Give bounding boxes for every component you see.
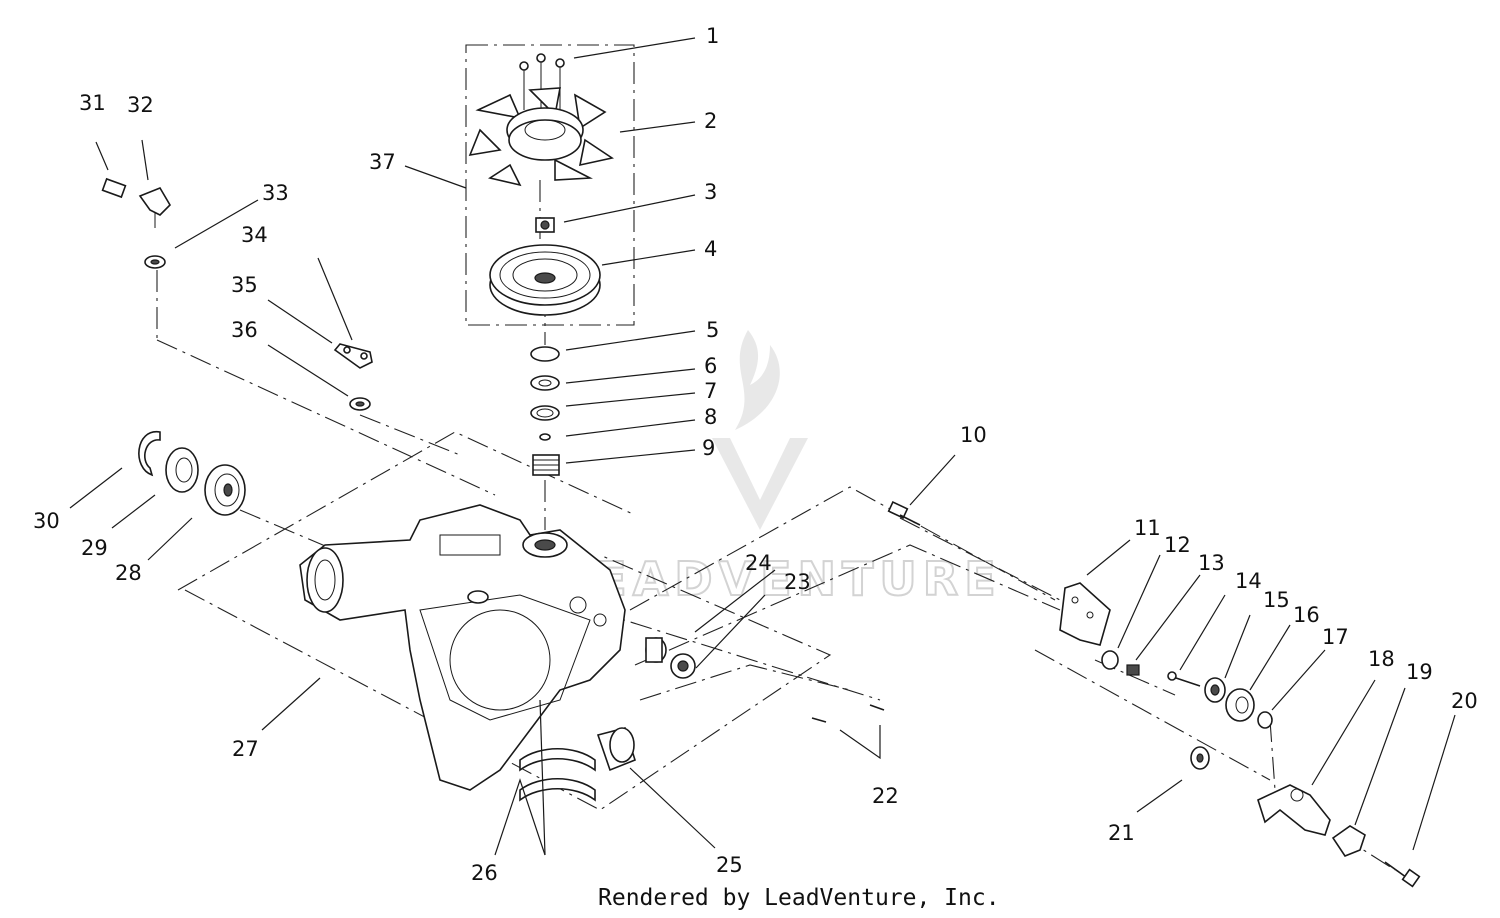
callout-22: 22 [872,784,899,808]
callout-2: 2 [704,109,717,133]
callout-6: 6 [704,354,717,378]
callout-9: 9 [702,436,715,460]
callout-31: 31 [79,91,106,115]
callout-37: 37 [369,150,396,174]
bypass-bracket [333,343,373,411]
watermark-logo: LEADVENTURE [559,330,1002,607]
fan-screws [519,53,565,110]
callout-3: 3 [704,180,717,204]
large-bushing [596,727,636,772]
callout-34: 34 [241,223,268,247]
transmission-housing [299,504,626,791]
callout-18: 18 [1368,647,1395,671]
cooling-fan [468,53,615,187]
callout-7: 7 [704,379,717,403]
flat-washer [1190,746,1210,770]
callout-30: 30 [33,509,60,533]
callout-35: 35 [231,273,258,297]
callout-21: 21 [1108,821,1135,845]
callout-29: 29 [81,536,108,560]
bushings [645,637,696,679]
thrust-washers [519,747,596,802]
callout-25: 25 [716,853,743,877]
control-arm-assembly [1257,784,1421,888]
callout-16: 16 [1293,603,1320,627]
callout-12: 12 [1164,533,1191,557]
callout-27: 27 [232,737,259,761]
callout-15: 15 [1263,588,1290,612]
control-bolt [887,501,921,526]
shaft-components [530,346,560,476]
callout-33: 33 [262,181,289,205]
callout-23: 23 [784,570,811,594]
callout-5: 5 [706,318,719,342]
callout-32: 32 [127,93,154,117]
callout-8: 8 [704,405,717,429]
render-credit: Rendered by LeadVenture, Inc. [598,885,1000,911]
dowel-pins [811,704,885,723]
leader-lines [69,37,1456,856]
callout-17: 17 [1322,625,1349,649]
pulley-nut [535,217,555,233]
callout-13: 13 [1198,551,1225,575]
assembly-lines [156,44,1396,871]
callout-labels: 1 2 3 4 5 6 7 8 9 10 11 12 13 14 15 16 1… [33,24,1478,885]
watermark-text: LEADVENTURE [560,552,1002,606]
callout-36: 36 [231,318,258,342]
callout-11: 11 [1134,516,1161,540]
callout-14: 14 [1235,569,1262,593]
callout-20: 20 [1451,689,1478,713]
callout-26: 26 [471,861,498,885]
axle-bearing-set [138,431,246,516]
callout-10: 10 [960,423,987,447]
callout-19: 19 [1406,660,1433,684]
control-linkage-parts [1101,650,1273,729]
control-plate [1059,582,1111,646]
callout-1: 1 [706,24,719,48]
drive-pulley [489,244,601,316]
callout-4: 4 [704,237,717,261]
vent-fitting [101,177,172,269]
callout-24: 24 [745,551,772,575]
callout-28: 28 [115,561,142,585]
